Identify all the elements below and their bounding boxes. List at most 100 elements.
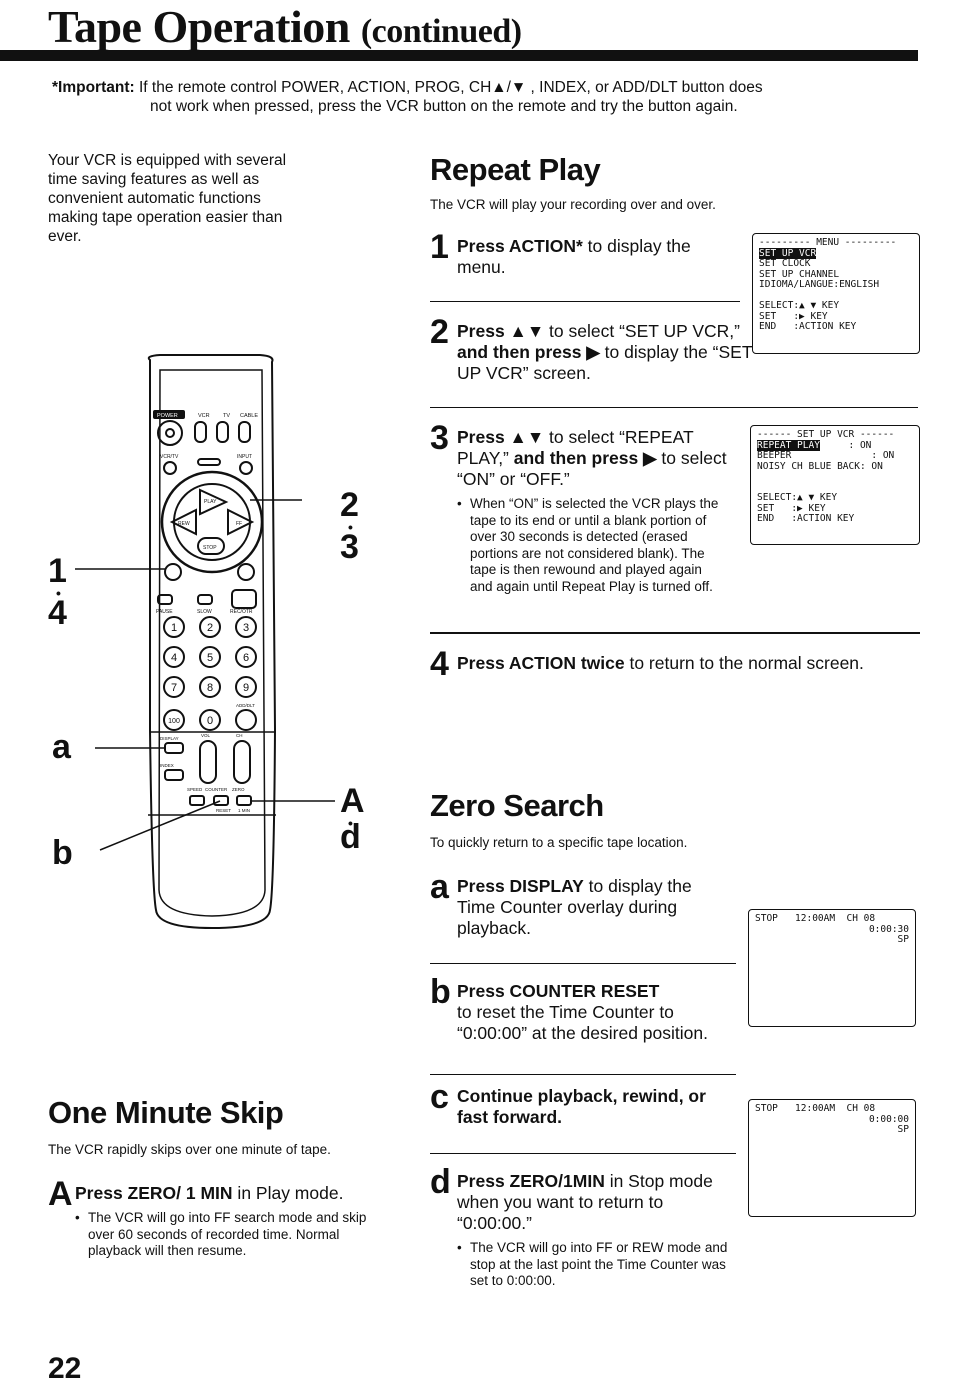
ff-label: FF [236, 521, 242, 527]
key-8[interactable] [199, 676, 221, 698]
step-bold: Press ACTION twice [457, 653, 625, 673]
title-main: Tape Operation [48, 1, 350, 52]
rew-label: REW [178, 521, 190, 527]
step-letter: d [430, 1163, 451, 1201]
divider [430, 1074, 736, 1075]
repeat-step-3: 3 Press ▲▼ to select “REPEAT PLAY,” and … [430, 421, 735, 595]
ch-rocker[interactable] [233, 740, 251, 784]
key-7-label: 7 [171, 682, 177, 694]
screen-line: 0:00:00 [868, 1113, 909, 1125]
action-button[interactable] [164, 563, 182, 581]
repeat-play-subtitle: The VCR will play your recording over an… [430, 197, 716, 212]
rew-button[interactable] [169, 508, 197, 536]
screen-line: SET UP CHANNEL [759, 268, 840, 280]
callout-dot-Ad: • [348, 815, 353, 831]
speed-button[interactable] [189, 795, 205, 806]
tv-button[interactable] [216, 421, 229, 443]
key-100[interactable] [163, 709, 185, 731]
jog-ring[interactable] [160, 470, 264, 574]
rec-button[interactable] [231, 589, 257, 609]
key-9[interactable] [235, 676, 257, 698]
step-bold: Press ZERO/1MIN [457, 1171, 605, 1191]
tv-label: TV [223, 413, 230, 419]
step-bold: Continue playback, rewind, or fast forwa… [457, 1086, 706, 1127]
repeat-play-section: Repeat Play The VCR will play your recor… [430, 152, 716, 213]
step-letter: b [430, 973, 451, 1011]
divider [430, 407, 918, 408]
vol-label: VOL [201, 733, 211, 738]
power-button[interactable] [157, 420, 183, 446]
slow-label: SLOW [197, 609, 212, 615]
step-bold: Press ACTION* [457, 236, 583, 256]
step-number: 2 [430, 313, 449, 351]
counter-reset-button[interactable] [213, 795, 229, 806]
divider [430, 1153, 736, 1154]
zero-step-a: a Press DISPLAY to display the Time Coun… [430, 870, 700, 939]
screen-line: SET :▶ KEY [759, 310, 828, 322]
prog-button[interactable] [237, 563, 255, 581]
display-button[interactable] [164, 742, 184, 754]
important-note: *Important: If the remote control POWER,… [52, 78, 912, 116]
ff-button[interactable] [227, 508, 255, 536]
repeat-step-4: 4 Press ACTION twice to return to the no… [430, 647, 920, 681]
important-line1: If the remote control POWER, ACTION, PRO… [138, 79, 763, 96]
skip-step-a: A Press ZERO/ 1 MIN in Play mode. The VC… [48, 1177, 383, 1260]
play-button[interactable] [199, 488, 229, 516]
step-text: to display the Time Counter overlay duri… [457, 876, 692, 938]
vol-rocker[interactable] [199, 740, 217, 784]
callout-d: d [340, 818, 361, 856]
vcr-button[interactable] [194, 421, 207, 443]
step-text: to select “ON” or “OFF.” [457, 448, 727, 489]
zero-label: ZERO [232, 787, 245, 792]
zero-1min-button[interactable] [236, 795, 252, 806]
screen-line: BEEPER : ON [757, 450, 895, 461]
cable-button[interactable] [238, 421, 251, 443]
key-0[interactable] [199, 709, 221, 731]
key-5-label: 5 [207, 652, 213, 664]
callout-3: 3 [340, 528, 359, 566]
screen-line: SP [897, 1124, 909, 1135]
pause-button[interactable] [157, 594, 173, 605]
key-3[interactable] [235, 616, 257, 638]
step-text: to select “REPEAT PLAY,” [457, 427, 694, 468]
screen-line: SP [897, 934, 909, 945]
screen-line: END :ACTION KEY [757, 513, 855, 524]
input-button[interactable] [239, 461, 253, 475]
key-2[interactable] [199, 616, 221, 638]
step-bold: and then press ▶ [457, 342, 600, 362]
setup-vcr-screen: ------ SET UP VCR ------ REPEAT PLAY : O… [750, 425, 920, 545]
zero-search-section: Zero Search To quickly return to a speci… [430, 788, 687, 851]
divider [430, 963, 736, 964]
key-7[interactable] [163, 676, 185, 698]
step-text: to reset the Time Counter to “0:00:00” a… [457, 1002, 708, 1043]
key-4[interactable] [163, 646, 185, 668]
key-6-label: 6 [243, 652, 249, 664]
key-6[interactable] [235, 646, 257, 668]
screen-line: : ON [819, 439, 872, 451]
one-minute-skip-section: One Minute Skip The VCR rapidly skips ov… [48, 1095, 331, 1158]
screen-line: --------- MENU --------- [759, 237, 897, 248]
step-note: The VCR will go into FF or REW mode and … [457, 1240, 735, 1290]
key-1[interactable] [163, 616, 185, 638]
step-bold: Press DISPLAY [457, 876, 584, 896]
step-bold: and then press ▶ [513, 448, 657, 468]
title-rule [0, 50, 918, 61]
vcrtv-button[interactable] [163, 461, 177, 475]
screen-line: END :ACTION KEY [759, 321, 857, 332]
page-title: Tape Operation (continued) [48, 2, 522, 57]
zero-search-subtitle: To quickly return to a specific tape loc… [430, 835, 688, 850]
play-label: PLAY [204, 499, 217, 505]
stop-button[interactable] [197, 537, 225, 555]
screen-line: SELECT:▲ ▼ KEY [757, 492, 838, 503]
step-bold: Press ▲▼ [457, 321, 545, 341]
add-dlt-button[interactable] [235, 709, 257, 731]
callout-b: b [52, 834, 73, 872]
key-5[interactable] [199, 646, 221, 668]
screen-line: IDIOMA/LANGUE:ENGLISH [759, 279, 880, 290]
repeat-play-heading: Repeat Play [430, 152, 601, 187]
counter-label: COUNTER [205, 787, 228, 792]
slow-button[interactable] [197, 594, 213, 605]
index-button[interactable] [164, 769, 184, 781]
zero-search-heading: Zero Search [430, 788, 604, 823]
